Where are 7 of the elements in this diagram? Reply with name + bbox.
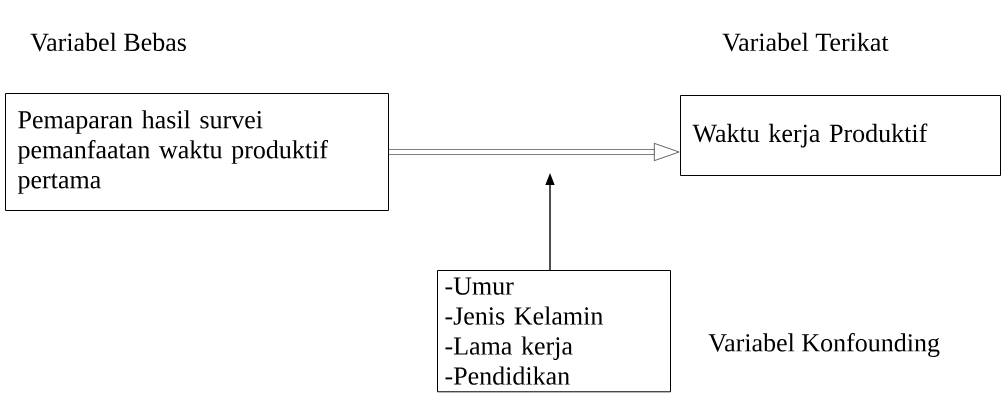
arrow [389, 143, 680, 161]
heading-label: Variabel Bebas [30, 32, 186, 52]
factor-list-box: -Umur -Jenis Kelamin -Lama kerja -Pendidikan [437, 270, 671, 393]
outcome-box: Waktu kerja Produktif [680, 95, 1001, 176]
heading-label: Variabel Terikat [722, 32, 889, 52]
heading-label: Variabel Konfounding [708, 333, 940, 357]
process-box: Pemaparan hasil survei pemanfaatan waktu produktif pertama [5, 93, 389, 211]
